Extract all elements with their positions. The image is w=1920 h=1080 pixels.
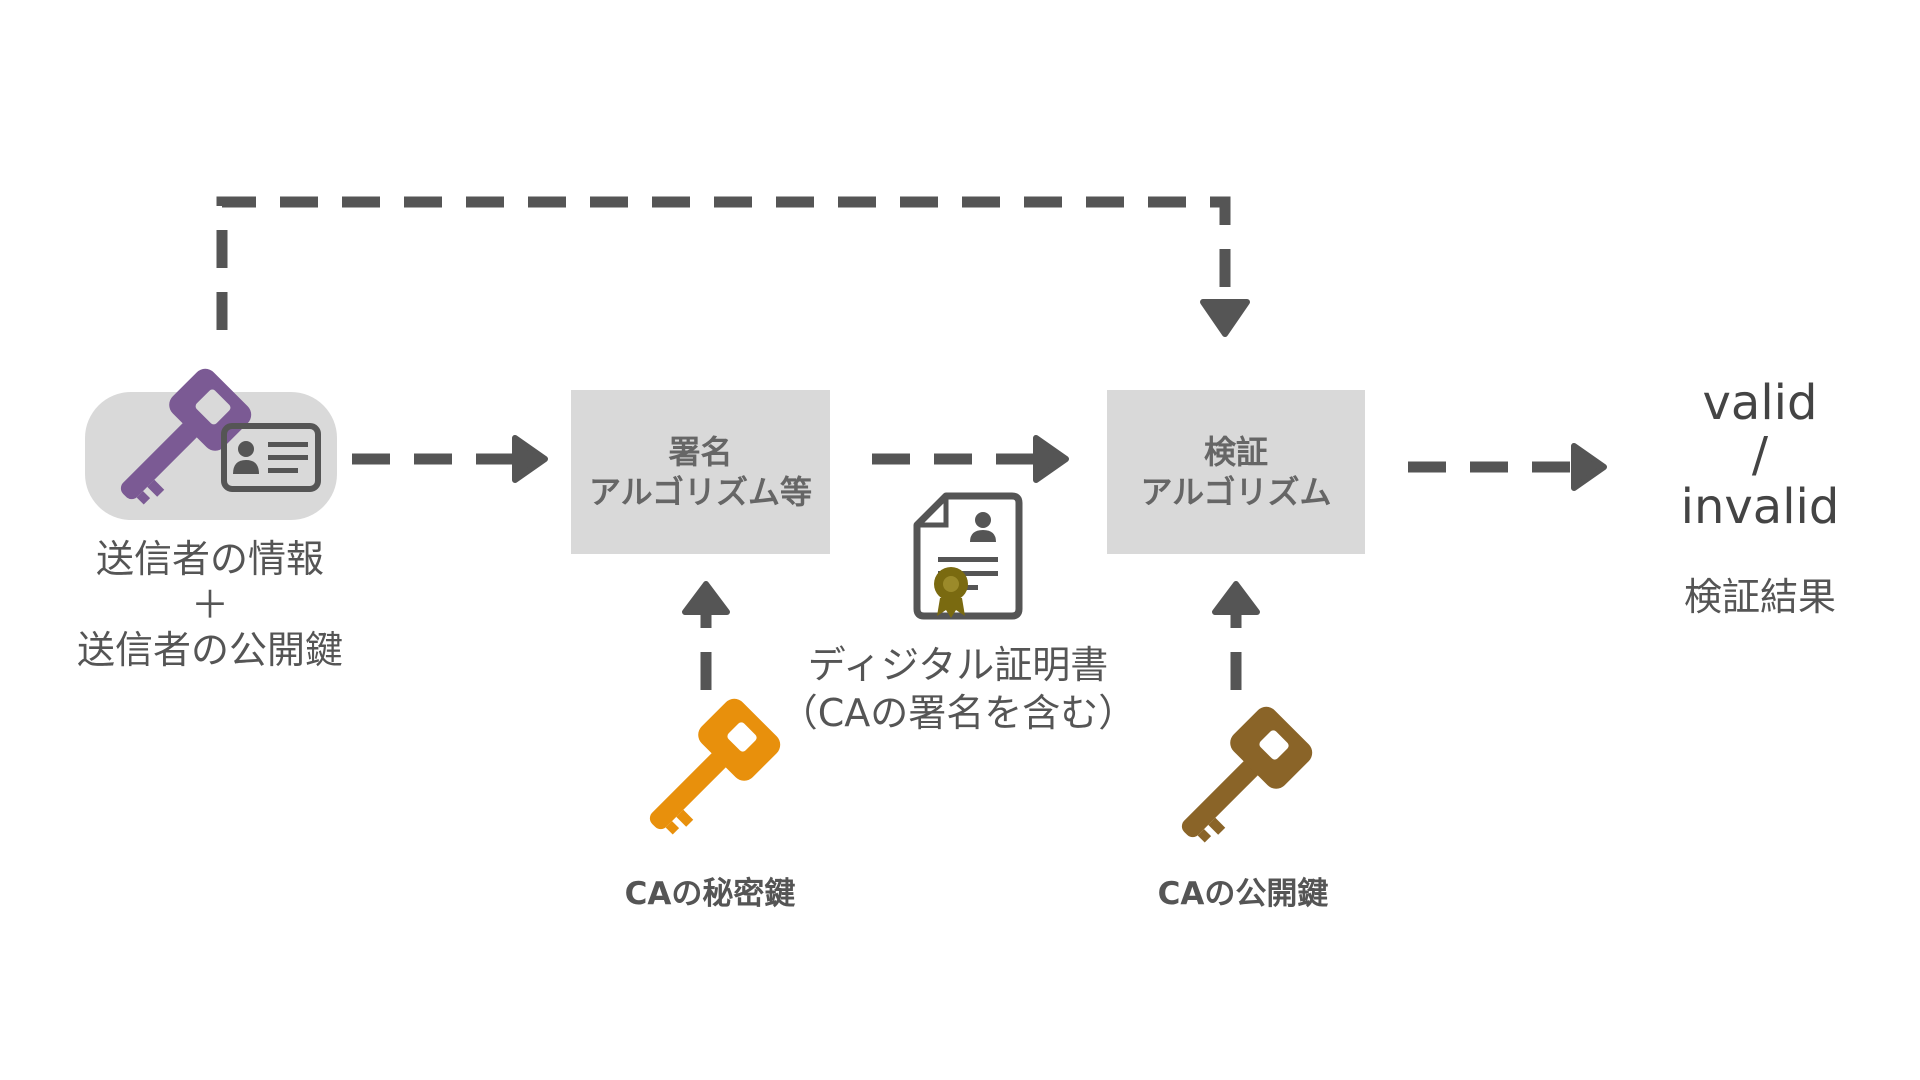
certificate-title: ディジタル証明書 bbox=[807, 643, 1109, 687]
plus-sign: ＋ bbox=[190, 582, 229, 627]
ca-public-key-label: CAの公開鍵 bbox=[1157, 876, 1329, 912]
sender-key-icon bbox=[99, 363, 257, 521]
verification-algorithm-box: 検証 アルゴリズム bbox=[1107, 390, 1365, 554]
result-invalid: invalid bbox=[1680, 478, 1840, 535]
dashed-arrow-sender-to-signing bbox=[352, 435, 548, 483]
certificate-icon bbox=[913, 492, 1023, 620]
id-card-icon bbox=[221, 423, 321, 492]
signing-box-subtitle: アルゴリズム等 bbox=[588, 473, 813, 511]
result-caption: 検証結果 bbox=[1683, 575, 1836, 619]
sender-public-key-text: 送信者の公開鍵 bbox=[76, 628, 343, 673]
sender-label: 送信者の情報 ＋ 送信者の公開鍵 bbox=[50, 537, 370, 674]
result-slash: / bbox=[1751, 426, 1769, 483]
dashed-arrow-verify-to-result bbox=[1408, 443, 1607, 491]
dashed-arrow-signing-to-verify bbox=[872, 435, 1069, 483]
ca-private-key-label: CAの秘密鍵 bbox=[624, 876, 796, 912]
verify-box-title: 検証 bbox=[1203, 433, 1268, 471]
dashed-arrow-ca-private-key-to-signing bbox=[682, 581, 730, 690]
ca-public-key-icon bbox=[1160, 701, 1318, 859]
result-valid: valid bbox=[1702, 375, 1818, 431]
verify-box-subtitle: アルゴリズム bbox=[1140, 473, 1332, 511]
ca-private-key-icon bbox=[628, 693, 786, 851]
certificate-subtitle: （CAの署名を含む） bbox=[779, 690, 1137, 735]
result-text: valid / invalid bbox=[1640, 375, 1880, 535]
signing-box-title: 署名 bbox=[668, 433, 733, 471]
dashed-arrow-sender-to-verify bbox=[216, 196, 1250, 337]
certificate-label: ディジタル証明書 （CAの署名を含む） bbox=[768, 642, 1148, 737]
dashed-arrow-ca-public-key-to-verify bbox=[1212, 581, 1260, 690]
signing-algorithm-box: 署名 アルゴリズム等 bbox=[571, 390, 830, 554]
sender-info-text: 送信者の情報 bbox=[95, 537, 324, 581]
